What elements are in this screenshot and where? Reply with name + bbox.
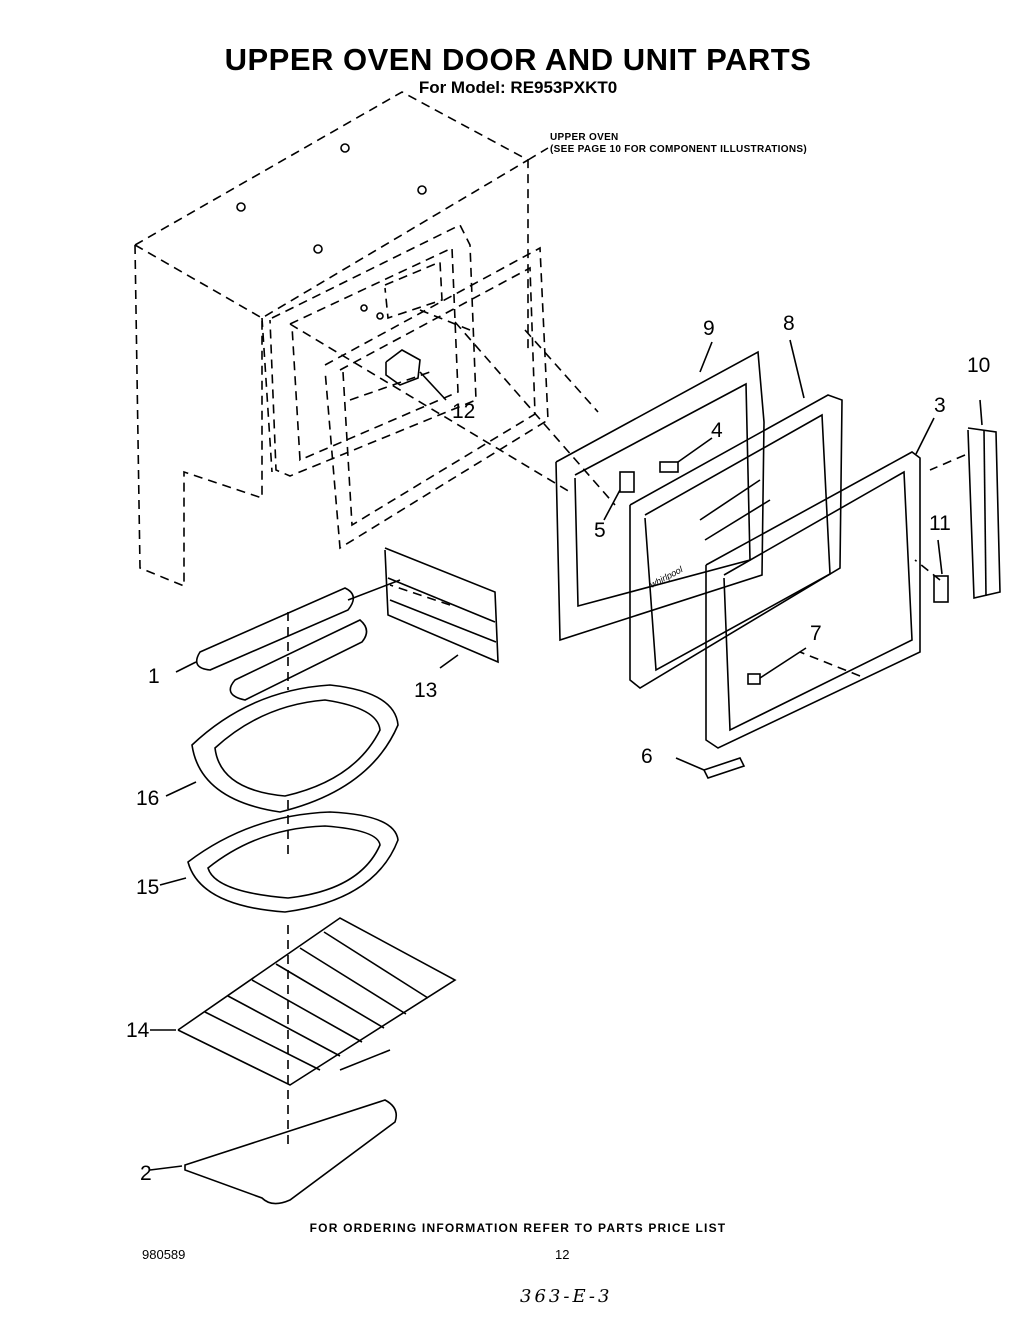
callout-6: 6 xyxy=(641,745,653,768)
callout-4: 4 xyxy=(711,419,723,442)
callout-9: 9 xyxy=(703,317,715,340)
callout-2: 2 xyxy=(140,1162,152,1185)
page-number: 12 xyxy=(555,1247,570,1262)
upper-oven-cavity xyxy=(134,91,966,1150)
note-line-1: UPPER OVEN xyxy=(550,132,619,143)
part-2-bake-element xyxy=(149,1049,398,1205)
upper-oven-note: UPPER OVEN (SEE PAGE 10 FOR COMPONENT IL… xyxy=(550,132,807,156)
part-7-bumper xyxy=(747,647,807,685)
callout-10: 10 xyxy=(967,354,990,377)
callout-7: 7 xyxy=(810,622,822,645)
page-title: UPPER OVEN DOOR AND UNIT PARTS xyxy=(224,42,812,77)
ordering-info: FOR ORDERING INFORMATION REFER TO PARTS … xyxy=(309,1221,727,1235)
callout-3: 3 xyxy=(934,394,946,417)
callout-16: 16 xyxy=(136,787,159,810)
document-number: 980589 xyxy=(142,1247,186,1262)
note-line-2: (SEE PAGE 10 FOR COMPONENT ILLUSTRATIONS… xyxy=(550,144,807,155)
callout-8: 8 xyxy=(783,312,795,335)
part-16-broiler-grid xyxy=(165,684,399,813)
callout-1: 1 xyxy=(148,665,160,688)
part-3-outer-door xyxy=(705,417,935,749)
part-13-bake-element-bracket xyxy=(384,547,499,669)
callout-5: 5 xyxy=(594,519,606,542)
callout-11: 11 xyxy=(929,512,951,535)
callout-13: 13 xyxy=(414,679,437,702)
part-9-inner-door xyxy=(555,341,765,642)
callout-15: 15 xyxy=(136,876,159,899)
part-12-bracket xyxy=(385,349,447,401)
part-6-hinge-plate xyxy=(675,757,746,779)
part-1-broil-element xyxy=(175,579,401,701)
handwritten-code: 363-E-3 xyxy=(520,1286,613,1307)
cavity-screw-holes xyxy=(236,143,427,320)
part-10-door-handle xyxy=(967,399,1001,599)
part-11-hinge xyxy=(933,539,949,603)
whirlpool-logo: whirlpool xyxy=(648,564,685,590)
part-15-broiler-pan xyxy=(159,811,399,913)
callout-14: 14 xyxy=(126,1019,150,1042)
part-14-oven-rack xyxy=(150,917,457,1086)
part-8-door-glass xyxy=(629,339,843,689)
model-subtitle: For Model: RE953PXKT0 xyxy=(418,78,618,97)
part-4-5-latch xyxy=(603,437,713,521)
callout-12: 12 xyxy=(452,400,475,423)
callout-labels: 1 2 3 4 5 6 7 8 9 10 11 12 13 14 15 16 xyxy=(126,312,990,1185)
